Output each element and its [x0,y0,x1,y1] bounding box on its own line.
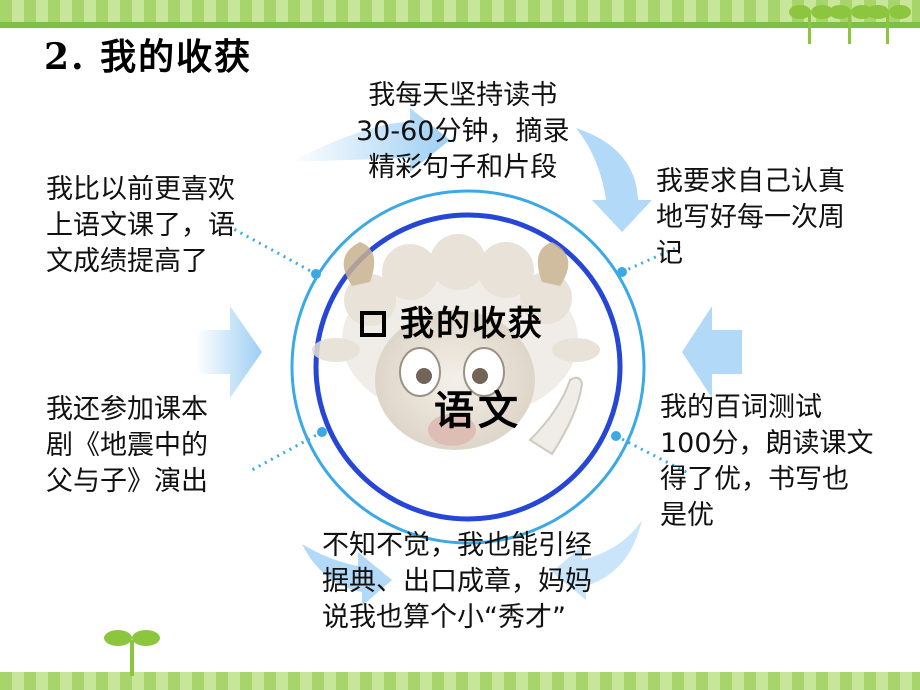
bottom-stripe-bar [0,672,920,690]
arrow-bottom-icon [302,544,392,606]
harvest-item-bottom: 不知不觉，我也能引经 据典、出口成章，妈妈 说我也算个小“秀才” [322,530,592,633]
sprout-icon [789,5,911,44]
inner-ring [313,212,623,522]
arrow-top-icon [290,108,450,172]
checkbox-square-icon [360,311,386,337]
outer-ring [290,189,646,545]
arrow-bottomright-icon [552,520,642,600]
arrow-topright-icon [576,128,652,232]
connector-dots [311,267,627,441]
center-title-text: 我的收获 [400,304,544,344]
arrow-right-icon [682,306,742,398]
harvest-item-top-left: 我比以前更喜欢 上语文课了，语 文成绩提高了 [46,174,235,277]
goat-mascot-icon [312,234,600,456]
top-accent-line [0,22,920,28]
center-subtitle: 语文 [434,388,522,434]
top-stripe-bar [0,0,920,22]
harvest-item-top-right: 我要求自己认真 地写好每一次周 记 [656,166,845,269]
connector-lines [231,226,691,476]
sprout-icon [104,630,160,676]
arrow-left-icon [196,306,262,398]
center-title: 我的收获 [360,296,544,345]
page-title: 2. 我的收获 [44,36,253,78]
harvest-item-left: 我还参加课本 剧《地震中的 父与子》演出 [46,394,208,497]
harvest-item-top: 我每天坚持读书 30-60分钟，摘录 精彩句子和片段 [356,80,570,183]
harvest-item-right: 我的百词测试 100分，朗读课文 得了优，书写也 是优 [660,392,874,531]
